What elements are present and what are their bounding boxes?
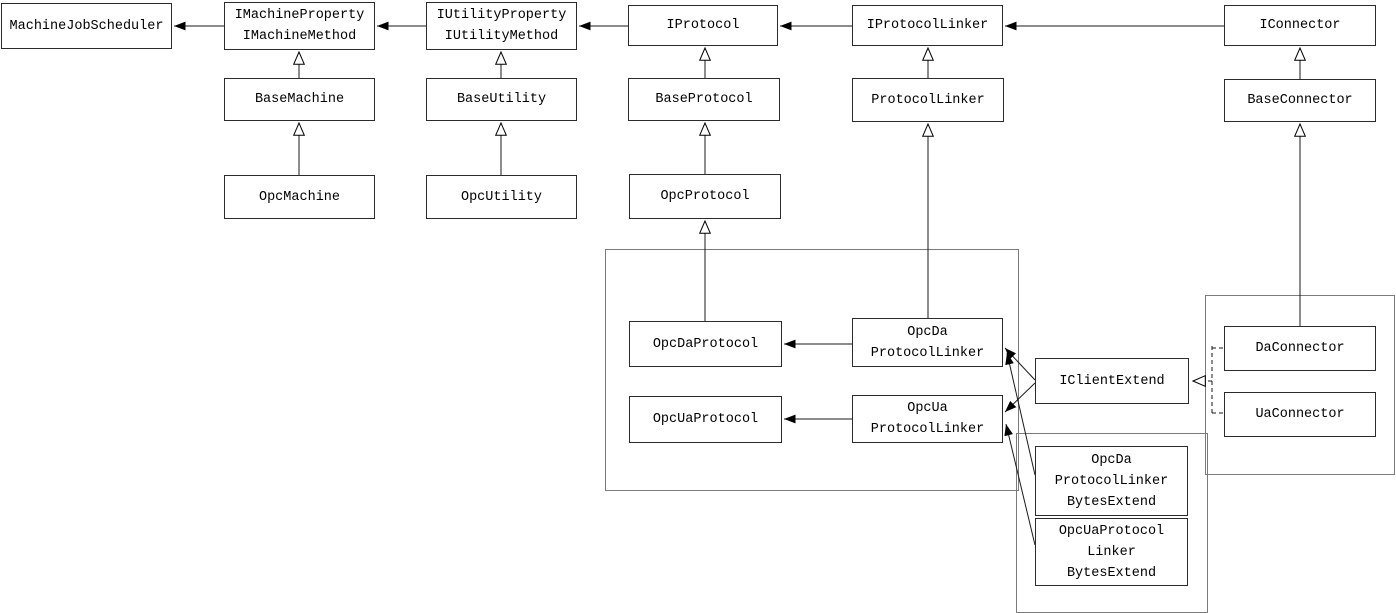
node-label: BaseMachine — [254, 92, 345, 107]
node-label: BaseConnector — [1247, 93, 1353, 108]
node-label: OpcUaProtocol — [1058, 523, 1165, 539]
node-label: BytesExtend — [1066, 494, 1157, 510]
node-label: MachineJobScheduler — [9, 18, 164, 34]
node-label: ProtocolLinker — [870, 345, 985, 361]
node-base-connector: BaseConnector — [1224, 79, 1376, 122]
node-iutility: IUtilityProperty IUtilityMethod — [426, 2, 577, 50]
node-base-protocol: BaseProtocol — [628, 78, 780, 121]
node-imachine: IMachineProperty IMachineMethod — [224, 2, 375, 50]
node-machine-job-scheduler: MachineJobScheduler — [1, 3, 172, 49]
node-label: IUtilityProperty — [436, 8, 567, 23]
node-label: BytesExtend — [1066, 565, 1157, 581]
node-opc-machine: OpcMachine — [224, 175, 375, 219]
node-label: OpcUaProtocol — [652, 412, 759, 427]
node-label: Linker — [1087, 544, 1136, 560]
node-iconnector: IConnector — [1224, 5, 1376, 46]
container-protocol-group — [605, 249, 1019, 491]
node-label: OpcProtocol — [660, 189, 750, 204]
node-opc-da-protocol: OpcDaProtocol — [629, 321, 782, 367]
node-label: IClientExtend — [1059, 373, 1165, 389]
node-label: UaConnector — [1255, 407, 1345, 422]
node-label: IUtilityMethod — [444, 29, 559, 44]
node-opc-protocol: OpcProtocol — [629, 174, 781, 219]
node-label: OpcDa — [1091, 452, 1132, 468]
node-opc-ua-protocol-linker-bytes-extend: OpcUaProtocol Linker BytesExtend — [1035, 518, 1188, 586]
node-iprotocol: IProtocol — [628, 5, 778, 46]
edge-iclientextend-to-opcualinker — [1004, 382, 1036, 413]
node-label: OpcUtility — [460, 189, 542, 205]
node-label: IConnector — [1259, 18, 1341, 33]
node-label: IMachineMethod — [242, 29, 357, 44]
node-label: BaseUtility — [456, 92, 547, 107]
node-base-machine: BaseMachine — [224, 78, 375, 121]
node-opc-utility: OpcUtility — [426, 175, 577, 219]
node-label: OpcMachine — [258, 189, 340, 205]
node-da-connector: DaConnector — [1224, 326, 1376, 371]
node-label: IProtocol — [666, 18, 740, 33]
edge-opcuabytesextend-to-opcualinker — [1004, 423, 1036, 546]
node-opc-ua-protocol: OpcUaProtocol — [629, 396, 782, 443]
node-base-utility: BaseUtility — [426, 78, 577, 121]
node-opc-da-protocol-linker: OpcDa ProtocolLinker — [852, 318, 1003, 367]
node-iprotocol-linker: IProtocolLinker — [852, 5, 1003, 46]
node-label: DaConnector — [1255, 341, 1345, 356]
edge-opcdabytesextend-to-opcdalinker — [1005, 352, 1036, 476]
node-opc-da-protocol-linker-bytes-extend: OpcDa ProtocolLinker BytesExtend — [1035, 446, 1188, 516]
node-label: IProtocolLinker — [866, 18, 989, 33]
node-label: OpcDaProtocol — [652, 336, 759, 352]
node-iclient-extend: IClientExtend — [1035, 358, 1189, 404]
node-ua-connector: UaConnector — [1224, 392, 1376, 437]
node-label: OpcDa — [907, 324, 948, 340]
node-label: ProtocolLinker — [870, 422, 985, 437]
node-opc-ua-protocol-linker: OpcUa ProtocolLinker — [852, 395, 1003, 443]
node-label: OpcUa — [907, 401, 948, 416]
node-label: BaseProtocol — [655, 92, 753, 107]
node-label: ProtocolLinker — [871, 92, 985, 108]
node-label: ProtocolLinker — [1054, 473, 1169, 489]
node-protocol-linker: ProtocolLinker — [852, 78, 1004, 122]
node-label: IMachineProperty — [234, 8, 365, 23]
